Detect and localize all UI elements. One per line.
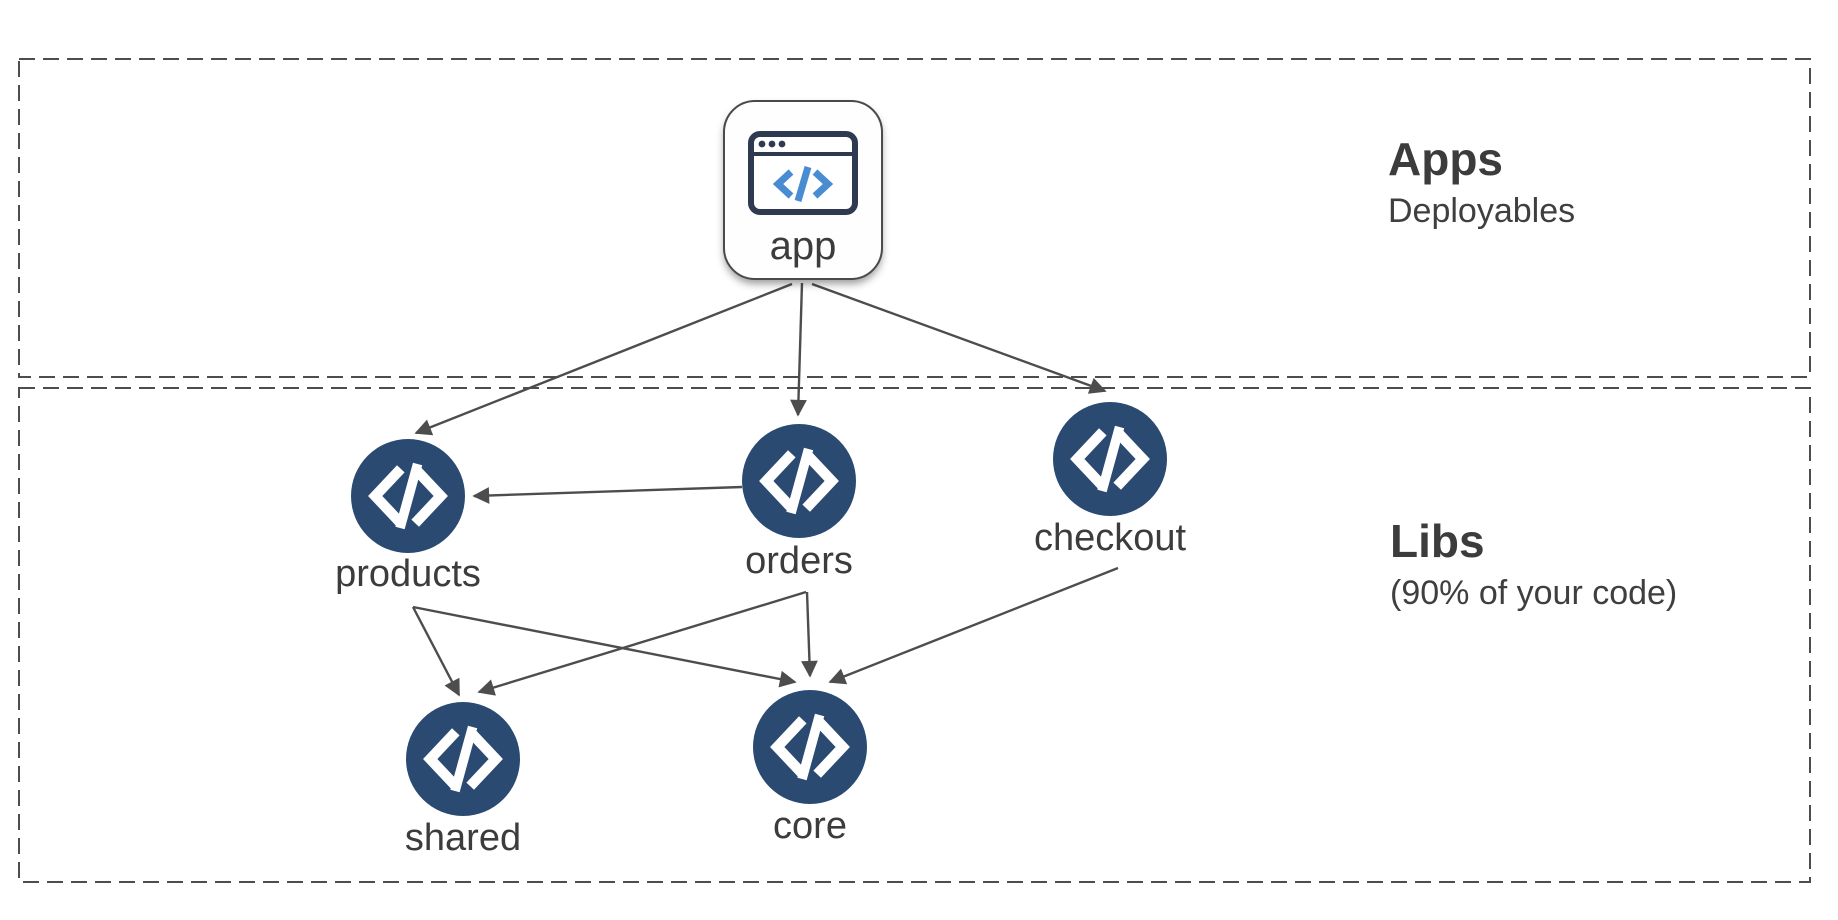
node-core — [753, 690, 867, 804]
apps-zone-box — [18, 58, 1811, 378]
libs-zone-subtitle: (90% of your code) — [1390, 574, 1678, 612]
node-checkout — [1053, 402, 1167, 516]
edge-checkout-core — [828, 566, 1119, 685]
browser-window-icon — [748, 131, 858, 215]
libs-zone-heading: Libs — [1390, 515, 1485, 567]
edge-app-orders — [790, 282, 807, 417]
apps-zone-heading: Apps — [1388, 133, 1503, 185]
edge-orders-shared — [477, 590, 807, 696]
libs-zone-box — [18, 387, 1811, 883]
node-label-app: app — [769, 224, 837, 268]
node-label-core: core — [773, 805, 847, 847]
libs-zone-title: Libs (90% of your code) — [1390, 514, 1677, 614]
node-products — [351, 439, 465, 553]
node-shared — [406, 702, 520, 816]
code-glyph — [772, 166, 834, 202]
edge-products-core — [412, 605, 797, 688]
code-icon — [1070, 425, 1150, 493]
node-label-orders: orders — [745, 540, 853, 582]
apps-zone-subtitle: Deployables — [1388, 192, 1576, 230]
edge-orders-products — [472, 485, 743, 504]
code-icon — [770, 713, 850, 781]
node-label-checkout: checkout — [1033, 517, 1187, 559]
apps-zone-title: Apps Deployables — [1388, 132, 1575, 232]
edge-app-products — [414, 282, 793, 436]
code-icon — [759, 447, 839, 515]
node-orders — [742, 424, 856, 538]
node-label-products: products — [335, 553, 481, 595]
code-icon — [368, 462, 448, 530]
edge-orders-core — [801, 591, 818, 678]
edge-app-checkout — [811, 282, 1107, 394]
code-icon — [423, 725, 503, 793]
edge-products-shared — [411, 606, 461, 697]
node-label-shared: shared — [404, 817, 522, 859]
window-dots-icon — [758, 140, 786, 148]
node-app: app — [723, 100, 883, 280]
dependency-edges — [411, 282, 1119, 697]
